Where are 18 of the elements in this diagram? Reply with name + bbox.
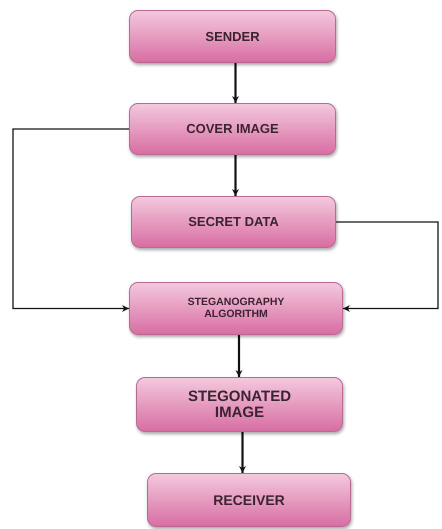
- box-label: COVER IMAGE: [186, 122, 279, 136]
- box-label: RECEIVER: [213, 492, 285, 508]
- process-box: [129, 282, 343, 335]
- box-label: STEGONATED IMAGE: [186, 388, 292, 420]
- arrow: [236, 335, 242, 377]
- arrow: [12, 128, 129, 312]
- arrow: [232, 63, 239, 103]
- process-box: [129, 103, 336, 155]
- box-label: SECRET DATA: [188, 215, 279, 229]
- process-box: [131, 196, 336, 248]
- arrow: [232, 155, 239, 196]
- process-box: [129, 10, 336, 63]
- process-box: [136, 377, 343, 432]
- process-box: [147, 473, 351, 527]
- box-label: SENDER: [205, 30, 260, 44]
- arrow: [239, 432, 246, 473]
- arrow: [336, 221, 439, 312]
- box-label: STEGANOGRAPHY ALGORITHM: [186, 297, 286, 320]
